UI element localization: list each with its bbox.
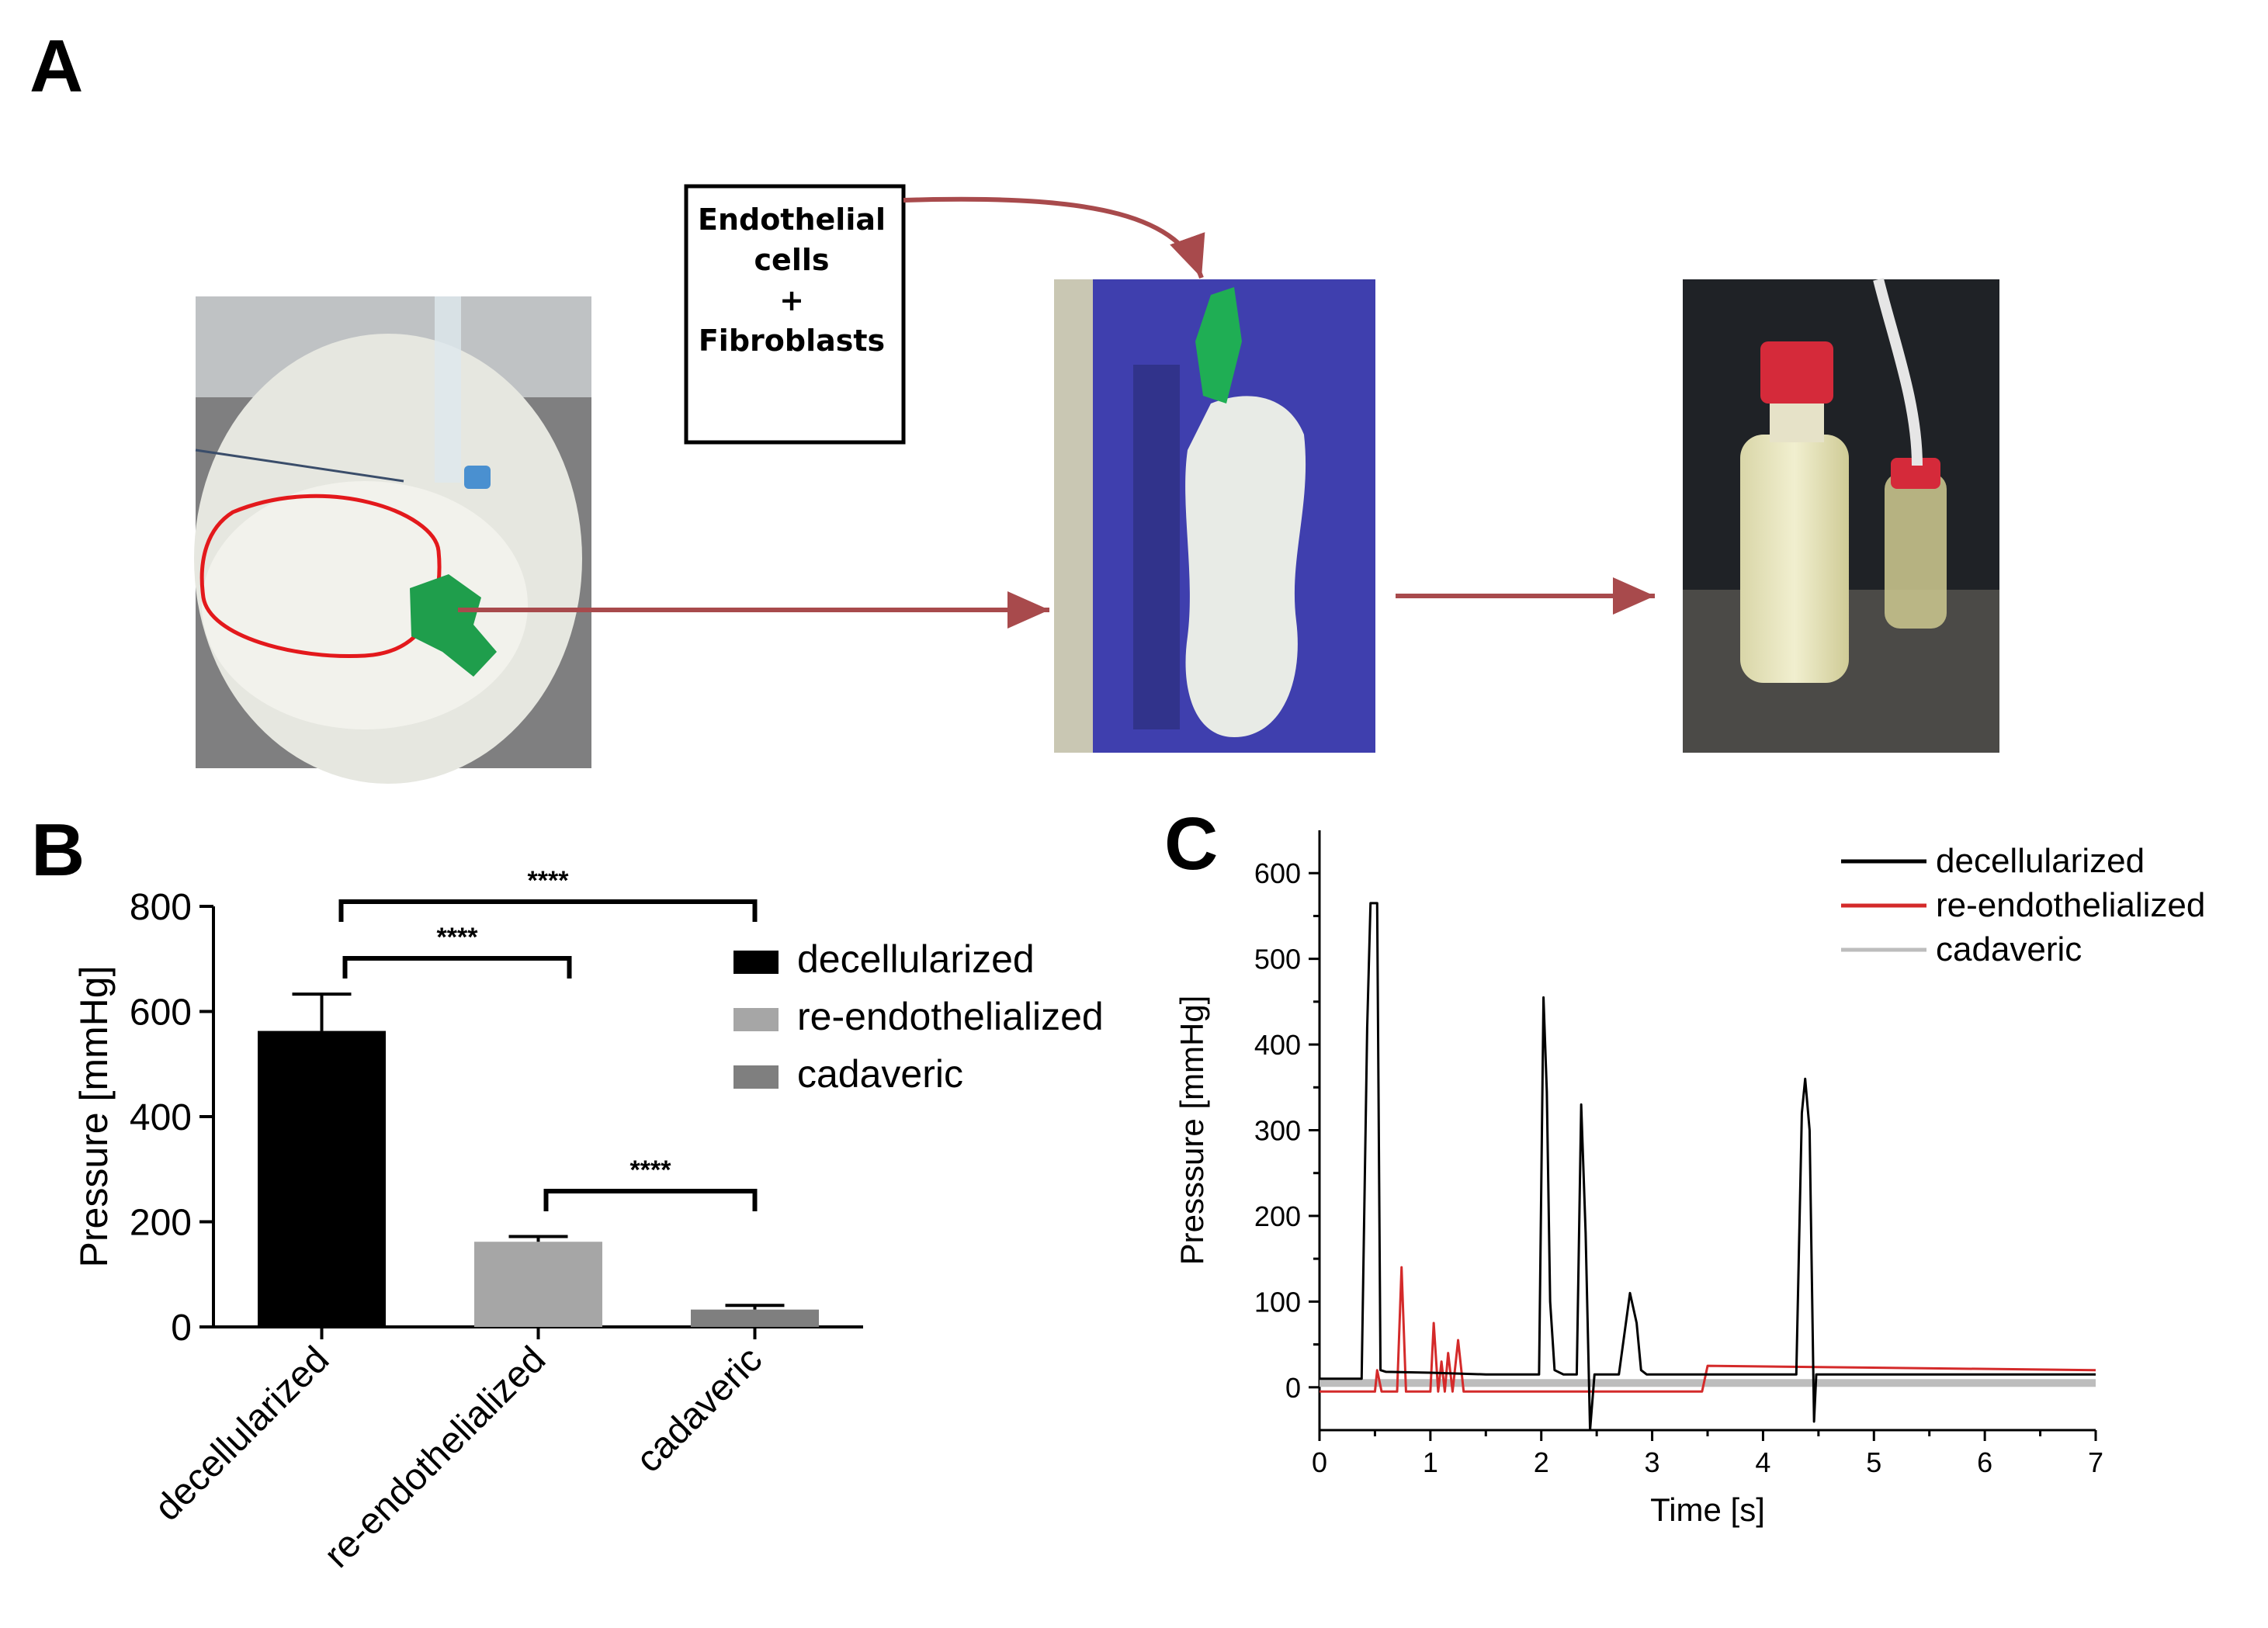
bar bbox=[258, 1030, 386, 1327]
bottle-cap-icon bbox=[1760, 341, 1833, 404]
x-tick-label: cadaveric bbox=[629, 1339, 771, 1481]
box-line-1: Endothelial bbox=[698, 203, 886, 237]
significance-bracket bbox=[342, 956, 572, 979]
y-tick-label: 200 bbox=[130, 1203, 192, 1244]
y-tick-label: 400 bbox=[130, 1097, 192, 1138]
y-tick-label: 100 bbox=[1254, 1286, 1301, 1318]
significance-label: **** bbox=[630, 1155, 672, 1185]
y-tick-label: 200 bbox=[1254, 1200, 1301, 1232]
significance-label: **** bbox=[528, 866, 570, 895]
legend-label: re-endothelialized bbox=[797, 995, 1104, 1038]
y-tick-label: 400 bbox=[1254, 1029, 1301, 1061]
flow-arrows bbox=[458, 196, 1655, 629]
legend-swatch bbox=[733, 951, 779, 974]
y-tick-label: 800 bbox=[130, 887, 192, 928]
significance-bracket bbox=[543, 1189, 758, 1211]
box-line-4: Fibroblasts bbox=[699, 324, 885, 358]
cannula-connector-icon bbox=[410, 574, 497, 677]
panel-label-a: A bbox=[29, 25, 83, 108]
y-tick-label: 600 bbox=[130, 992, 192, 1034]
series-line-1 bbox=[1320, 1266, 2096, 1393]
cell-seeding-box: Endothelial cells + Fibroblasts bbox=[684, 184, 906, 445]
legend-label: decellularized bbox=[797, 937, 1035, 981]
series-line-0 bbox=[1320, 902, 2096, 1432]
x-tick-label: 4 bbox=[1755, 1446, 1770, 1478]
x-tick-label: 3 bbox=[1645, 1446, 1660, 1478]
legend-swatch bbox=[733, 1008, 779, 1031]
bar bbox=[474, 1242, 602, 1327]
y-tick-label: 600 bbox=[1254, 857, 1301, 889]
arrow-box-to-organ bbox=[903, 196, 1205, 279]
connector-icon bbox=[1195, 287, 1242, 404]
bioreactor-photo bbox=[1683, 278, 1999, 753]
panel-label-b: B bbox=[31, 809, 85, 892]
organ-on-glove-photo bbox=[1054, 279, 1375, 753]
x-tick-label: re-endothelialized bbox=[317, 1339, 553, 1575]
box-line-2: cells bbox=[754, 243, 830, 277]
significance-label: **** bbox=[437, 923, 479, 952]
y-tick-label: 0 bbox=[171, 1308, 192, 1349]
x-tick-label: 7 bbox=[2088, 1446, 2103, 1478]
legend-label: cadaveric bbox=[797, 1052, 963, 1096]
legend-swatch bbox=[733, 1065, 779, 1089]
x-tick-label: 1 bbox=[1423, 1446, 1438, 1478]
significance-bracket bbox=[338, 899, 758, 922]
x-tick-label: 6 bbox=[1977, 1446, 1992, 1478]
y-axis-label: Presssure [mmHg] bbox=[1174, 996, 1210, 1266]
y-tick-label: 500 bbox=[1254, 944, 1301, 975]
bar bbox=[691, 1309, 819, 1327]
x-axis-label: Time [s] bbox=[1650, 1491, 1765, 1528]
box-line-3: + bbox=[779, 283, 804, 317]
x-tick-label: 5 bbox=[1866, 1446, 1881, 1478]
legend-label: re-endothelialized bbox=[1936, 886, 2205, 924]
liver-photo bbox=[194, 296, 591, 784]
legend-label: cadaveric bbox=[1936, 930, 2082, 968]
x-tick-label: 2 bbox=[1534, 1446, 1549, 1478]
x-tick-label: decellularized bbox=[147, 1339, 337, 1529]
panel-label-c: C bbox=[1164, 802, 1218, 885]
y-tick-label: 300 bbox=[1254, 1115, 1301, 1147]
y-axis-label: Pressure [mmHg] bbox=[72, 966, 116, 1268]
y-tick-label: 0 bbox=[1285, 1372, 1301, 1404]
x-tick-label: 0 bbox=[1312, 1446, 1327, 1478]
legend-label: decellularized bbox=[1936, 842, 2145, 880]
